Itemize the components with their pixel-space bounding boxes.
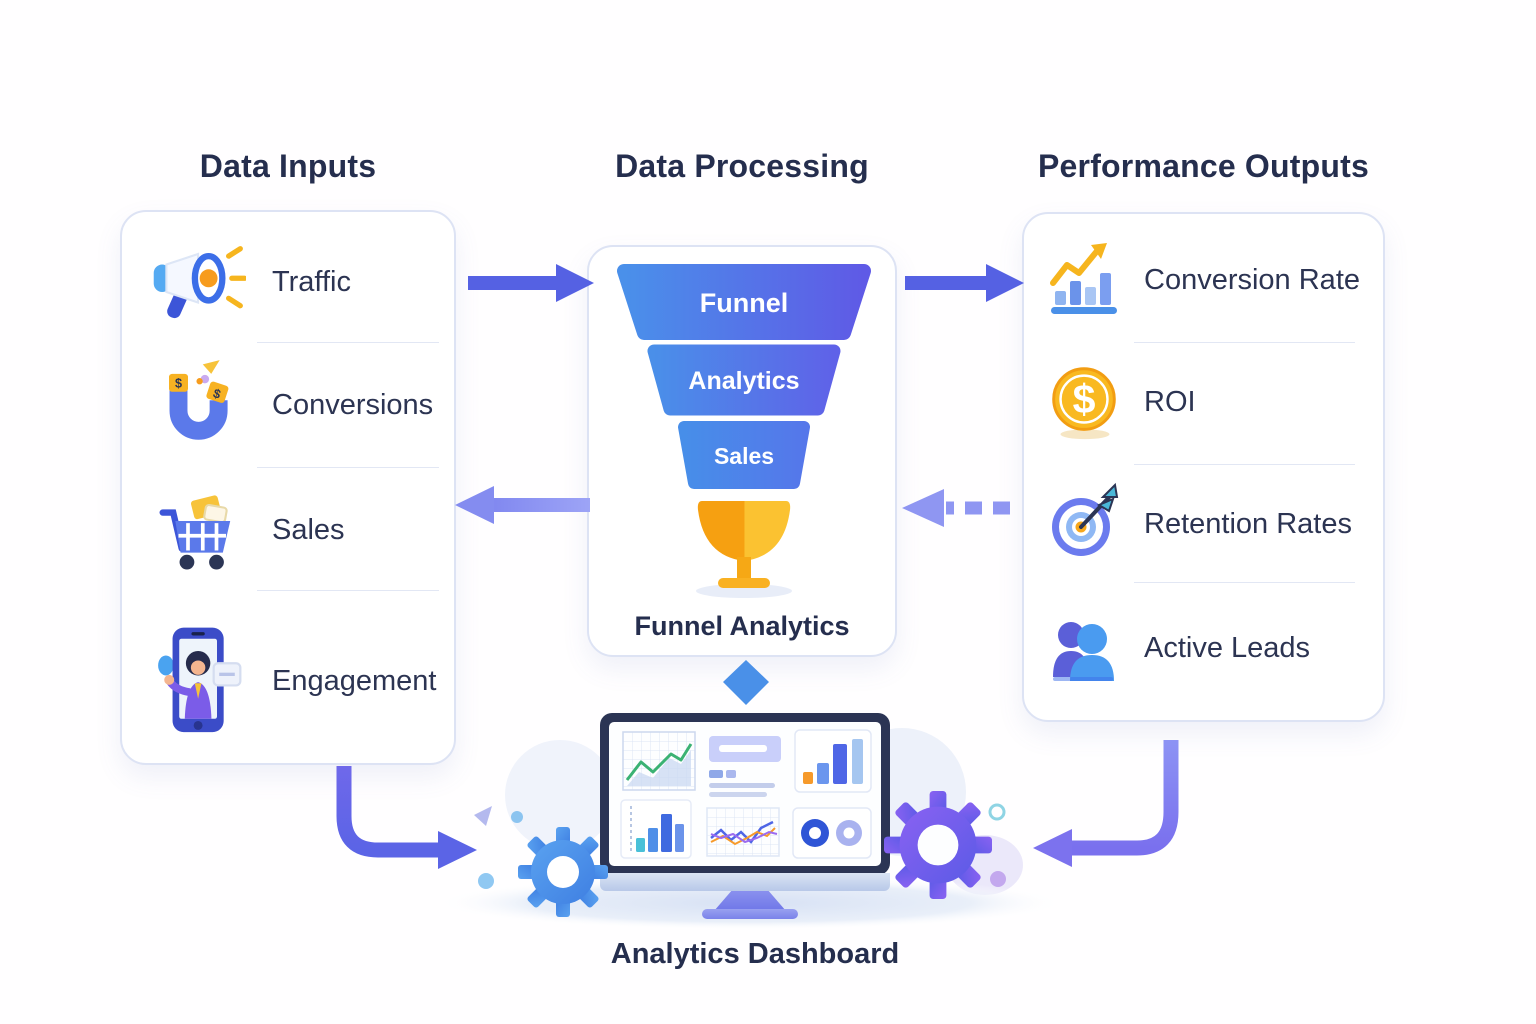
output-label-roi: ROI [1144,385,1196,418]
bar-chart-icon [794,729,872,793]
input-row-sales: Sales [122,482,454,578]
outputs-header: Performance Outputs [1038,148,1369,184]
bar-chart-icon [620,799,692,859]
input-label-conversions: Conversions [272,388,434,421]
dashboard-monitor [600,713,890,875]
shopping-cart-icon [122,483,272,578]
inputs-header: Data Inputs [199,148,377,184]
dashboard-caption: Analytics Dashboard [610,938,900,970]
divider [257,590,439,591]
svg-text:$: $ [174,376,181,390]
dollar-coin-icon: $ [1024,358,1144,446]
trophy-icon [697,501,791,561]
performance-outputs-card: Conversion Rate $ ROI [1022,212,1385,722]
input-label-traffic: Traffic [272,265,351,298]
wave-chart-icon [706,807,780,857]
funnel-icon: Funnel Analytics Sales [617,264,871,598]
decor-ring [988,803,1006,821]
output-row-conversion-rate: Conversion Rate [1024,232,1383,328]
divider [1134,342,1355,343]
megaphone-icon [122,235,272,330]
funnel-stage-2-label: Analytics [688,367,799,395]
divider [1134,464,1355,465]
diamond-connector [723,660,769,705]
donut-chart-icon [792,807,872,859]
decor-dot [478,873,494,889]
gear-icon [883,791,993,899]
text-panel-icon [709,736,781,797]
dashboard-screen [609,722,881,866]
input-label-engagement: Engagement [272,664,437,697]
decor-shard [474,806,492,826]
phone-person-icon [122,621,272,741]
monitor-stand-base [702,909,798,919]
funnel-card: Funnel Analytics Sales Funnel Analytics [587,245,897,657]
input-row-traffic: Traffic [122,227,454,337]
monitor-chin [600,873,890,891]
funnel-stage-1-label: Funnel [700,288,789,318]
input-row-engagement: Engagement [122,606,454,756]
arrow-processing-to-outputs [905,264,1024,302]
output-row-retention-rates: Retention Rates [1024,476,1383,572]
decor-dot [990,871,1006,887]
decor-circle [947,835,1023,895]
target-icon [1024,479,1144,569]
funnel-caption: Funnel Analytics [634,611,850,641]
arrow-inputs-to-dashboard [336,766,477,869]
arrow-processing-to-inputs [455,486,590,524]
divider [257,342,439,343]
output-row-roi: $ ROI [1024,354,1383,450]
arrow-outputs-to-dashboard [1033,740,1179,867]
processing-header: Data Processing [615,148,869,184]
svg-text:$: $ [211,386,222,401]
divider [1134,582,1355,583]
decor-dot [511,811,523,823]
growth-chart-icon [1024,235,1144,325]
output-row-active-leads: Active Leads [1024,600,1383,696]
output-label-conversion-rate: Conversion Rate [1144,263,1360,296]
funnel-stage-3-label: Sales [714,443,774,469]
svg-text:$: $ [1073,376,1096,422]
decor-circle [505,740,615,850]
output-label-active-leads: Active Leads [1144,631,1311,664]
monitor-stand-neck [714,891,786,911]
gear-icon [518,827,608,917]
data-inputs-card: Traffic $ $ Conversions [120,210,456,765]
divider [257,467,439,468]
input-row-conversions: $ $ Conversions [122,357,454,453]
people-icon [1024,603,1144,693]
line-chart-icon [622,731,696,791]
output-label-retention-rates: Retention Rates [1144,507,1352,540]
arrow-inputs-to-processing [468,264,594,302]
input-label-sales: Sales [272,513,345,546]
arrow-outputs-to-processing-dashed [902,489,1010,527]
magnet-icon: $ $ [122,358,272,453]
